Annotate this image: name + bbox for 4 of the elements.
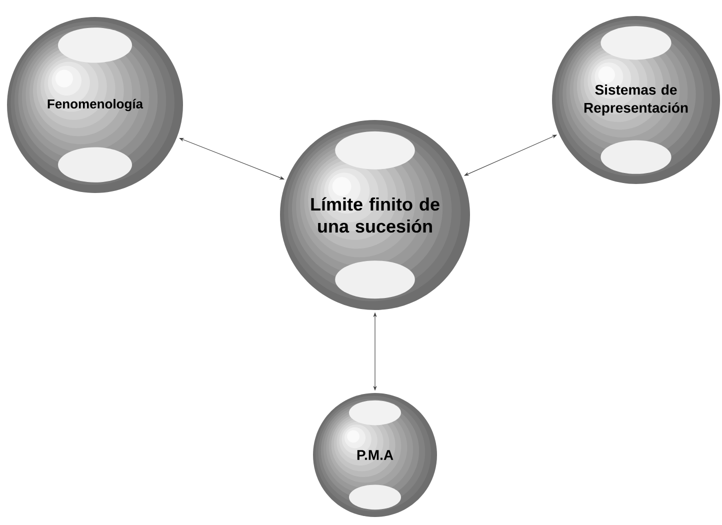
sphere: Sistemas de Representación (552, 16, 720, 184)
sphere: P.M.A (313, 393, 437, 517)
sphere: Límite finito de una sucesión (280, 120, 470, 310)
sphere: Fenomenología (7, 17, 183, 193)
